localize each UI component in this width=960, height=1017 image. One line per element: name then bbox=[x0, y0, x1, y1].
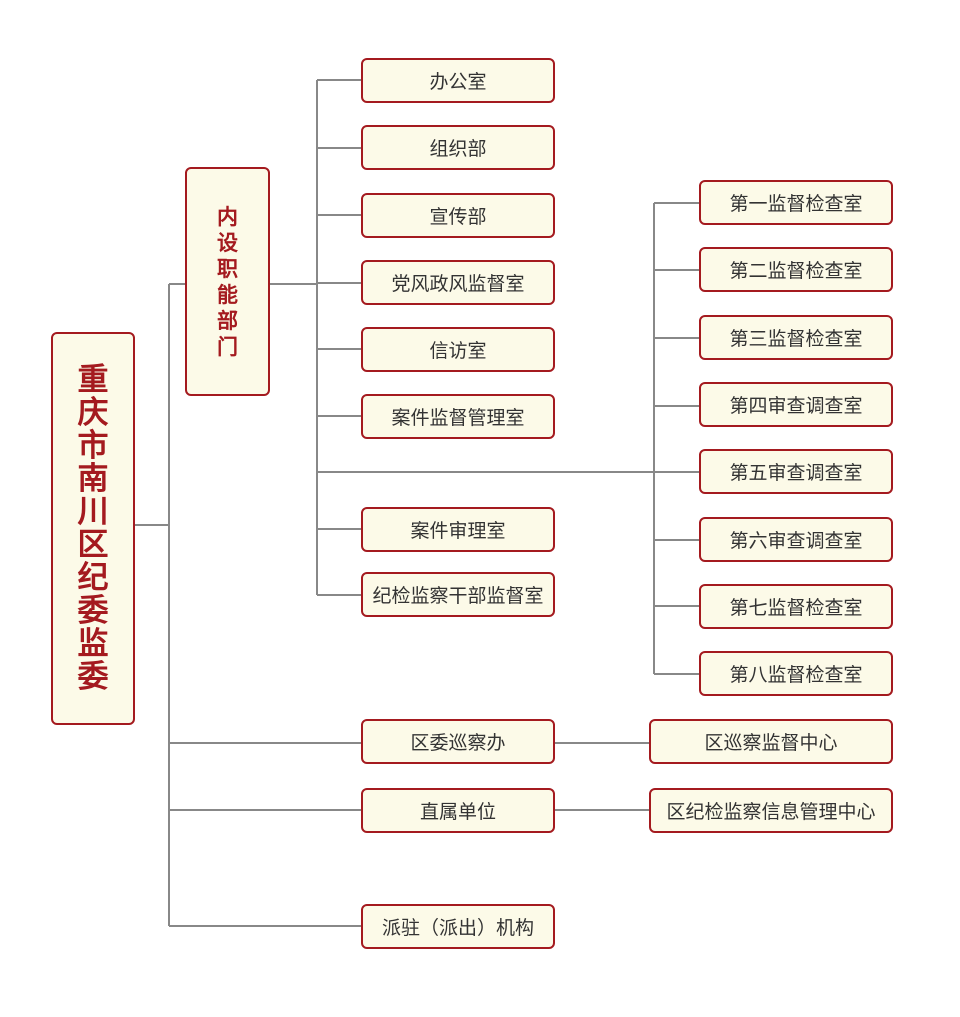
vertical-char: 庆 bbox=[77, 394, 109, 431]
internal-item-cadre-supervision: 纪检监察干部监督室 bbox=[361, 572, 555, 617]
internal-dept-label: 内设职能部门 bbox=[217, 204, 238, 360]
internal-item-label: 纪检监察干部监督室 bbox=[372, 585, 544, 607]
internal-item-organization: 组织部 bbox=[361, 125, 555, 170]
dispatched-agencies-label: 派驻（派出）机构 bbox=[381, 917, 534, 939]
internal-item-case-review: 案件审理室 bbox=[361, 507, 555, 552]
supervision-room-label: 第五审查调查室 bbox=[729, 462, 863, 484]
vertical-char: 南 bbox=[77, 460, 109, 497]
supervision-room-7: 第七监督检查室 bbox=[699, 584, 893, 629]
supervision-room-3: 第三监督检查室 bbox=[699, 315, 893, 360]
inspection-office-label: 区委巡察办 bbox=[410, 732, 506, 754]
supervision-room-label: 第二监督检查室 bbox=[729, 260, 863, 282]
supervision-room-1: 第一监督检查室 bbox=[699, 180, 893, 225]
vertical-char: 能 bbox=[217, 281, 238, 307]
internal-item-label: 信访室 bbox=[429, 340, 487, 362]
supervision-room-label: 第三监督检查室 bbox=[729, 328, 863, 350]
affiliated-units-node: 直属单位 bbox=[361, 788, 555, 833]
internal-item-label: 案件监督管理室 bbox=[391, 407, 525, 429]
supervision-room-label: 第六审查调查室 bbox=[729, 530, 863, 552]
vertical-char: 内 bbox=[217, 203, 238, 229]
investigation-room-6: 第六审查调查室 bbox=[699, 517, 893, 562]
internal-item-label: 宣传部 bbox=[429, 206, 487, 228]
vertical-char: 监 bbox=[77, 625, 109, 662]
vertical-char: 委 bbox=[77, 592, 109, 629]
supervision-room-2: 第二监督检查室 bbox=[699, 247, 893, 292]
investigation-room-4: 第四审查调查室 bbox=[699, 382, 893, 427]
supervision-room-8: 第八监督检查室 bbox=[699, 651, 893, 696]
root-node: 重庆市南川区纪委监委 bbox=[51, 332, 135, 725]
vertical-char: 川 bbox=[77, 493, 109, 530]
vertical-char: 纪 bbox=[77, 559, 109, 596]
internal-item-office: 办公室 bbox=[361, 58, 555, 103]
internal-item-petitions: 信访室 bbox=[361, 327, 555, 372]
info-center-label: 区纪检监察信息管理中心 bbox=[666, 801, 876, 823]
inspection-center-label: 区巡察监督中心 bbox=[704, 732, 838, 754]
internal-item-label: 党风政风监督室 bbox=[391, 273, 525, 295]
internal-item-publicity: 宣传部 bbox=[361, 193, 555, 238]
inspection-center-node: 区巡察监督中心 bbox=[649, 719, 893, 764]
supervision-room-label: 第一监督检查室 bbox=[729, 193, 863, 215]
root-label: 重庆市南川区纪委监委 bbox=[77, 361, 109, 695]
internal-item-label: 办公室 bbox=[429, 71, 487, 93]
supervision-room-label: 第四审查调查室 bbox=[729, 395, 863, 417]
affiliated-units-label: 直属单位 bbox=[419, 801, 496, 823]
internal-dept-node: 内设职能部门 bbox=[185, 167, 270, 396]
vertical-char: 门 bbox=[217, 333, 238, 359]
internal-item-conduct-supervision: 党风政风监督室 bbox=[361, 260, 555, 305]
vertical-char: 市 bbox=[77, 427, 109, 464]
supervision-room-label: 第八监督检查室 bbox=[729, 664, 863, 686]
supervision-room-label: 第七监督检查室 bbox=[729, 597, 863, 619]
investigation-room-5: 第五审查调查室 bbox=[699, 449, 893, 494]
vertical-char: 部 bbox=[217, 307, 238, 333]
vertical-char: 委 bbox=[77, 658, 109, 695]
internal-item-case-management: 案件监督管理室 bbox=[361, 394, 555, 439]
internal-item-label: 组织部 bbox=[429, 138, 487, 160]
vertical-char: 区 bbox=[77, 526, 109, 563]
internal-item-label: 案件审理室 bbox=[410, 520, 506, 542]
inspection-office-node: 区委巡察办 bbox=[361, 719, 555, 764]
dispatched-agencies-node: 派驻（派出）机构 bbox=[361, 904, 555, 949]
info-center-node: 区纪检监察信息管理中心 bbox=[649, 788, 893, 833]
vertical-char: 重 bbox=[77, 361, 109, 398]
vertical-char: 职 bbox=[217, 255, 238, 281]
vertical-char: 设 bbox=[217, 229, 238, 255]
